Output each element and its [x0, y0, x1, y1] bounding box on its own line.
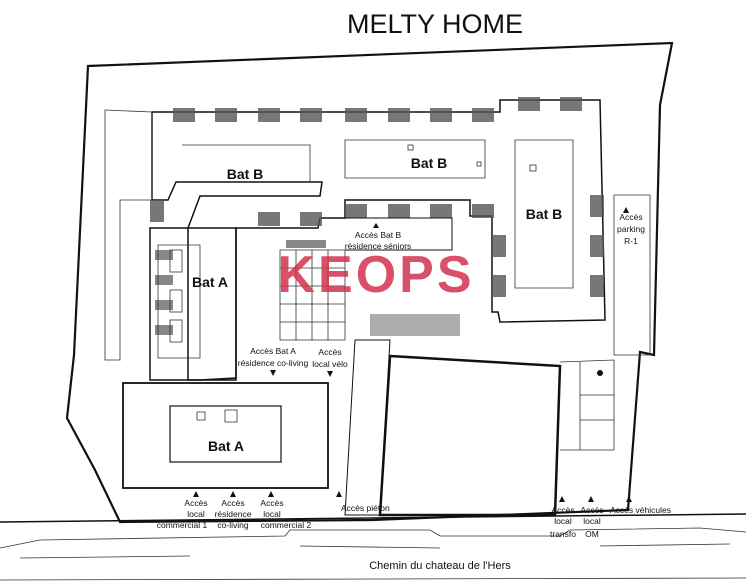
access-transfo-line3: transfo — [550, 529, 576, 539]
access-commercial-2-line3: commercial 2 — [261, 520, 312, 530]
central-block — [344, 194, 651, 517]
bat-b-label-mid: Bat B — [411, 155, 448, 171]
access-om-line2: local — [583, 516, 601, 526]
access-bat-a: Accès Bat A résidence co-living — [238, 346, 309, 376]
access-velo: Accès local vélo — [312, 347, 348, 377]
access-parking-line3: R-1 — [624, 236, 638, 246]
access-om-line1: Accès — [580, 505, 603, 515]
bat-b-structure — [104, 99, 606, 381]
bat-b-label-right: Bat B — [526, 206, 563, 222]
courtyard-grid — [279, 217, 460, 341]
access-bat-b: Accès Bat B résidence séniors — [345, 223, 412, 251]
bat-a-wing — [149, 227, 237, 381]
access-commercial-1: Accès local commercial 1 — [157, 491, 208, 530]
access-coliving-line3: co-living — [217, 520, 248, 530]
access-coliving: Accès résidence co-living — [215, 491, 252, 530]
access-pieton: Accès piéton — [336, 491, 390, 513]
access-commercial-2-line2: local — [263, 509, 281, 519]
access-parking-line2: parking — [617, 224, 645, 234]
access-commercial-2-line1: Accès — [260, 498, 283, 508]
access-transfo-line1: Accès — [551, 505, 574, 515]
access-bat-b-line1: Accès Bat B — [355, 230, 402, 240]
access-parking-line1: Accès — [619, 212, 642, 222]
access-bat-b-line2: résidence séniors — [345, 241, 412, 251]
access-vehicules: Accès véhicules — [610, 496, 671, 515]
access-coliving-line1: Accès — [221, 498, 244, 508]
road-name: Chemin du chateau de l'Hers — [369, 560, 511, 572]
access-om: Accès local OM — [580, 496, 604, 539]
access-pieton-line1: Accès piéton — [341, 503, 390, 513]
access-parking: Accès parking R-1 — [617, 207, 645, 246]
access-bat-a-line1: Accès Bat A — [250, 346, 296, 356]
access-bat-a-line2: résidence co-living — [238, 358, 309, 368]
bat-a-label-upper: Bat A — [192, 274, 228, 290]
plan-title: MELTY HOME — [347, 9, 523, 39]
bat-b-label-left: Bat B — [227, 166, 264, 182]
road-area — [0, 513, 746, 581]
balconies — [150, 97, 604, 335]
bat-a-building — [122, 382, 329, 489]
access-commercial-2: Accès local commercial 2 — [260, 491, 312, 530]
access-transfo: Accès local transfo — [550, 496, 576, 539]
access-velo-line1: Accès — [318, 347, 341, 357]
access-vehicules-line1: Accès véhicules — [610, 505, 671, 515]
access-velo-line2: local vélo — [312, 359, 348, 369]
access-commercial-1-line1: Accès — [184, 498, 207, 508]
access-transfo-line2: local — [554, 516, 572, 526]
access-commercial-1-line2: local — [187, 509, 205, 519]
bat-a-label-lower: Bat A — [208, 438, 244, 454]
watermark: KEOPS — [277, 246, 474, 304]
access-om-line3: OM — [585, 529, 599, 539]
access-coliving-line2: résidence — [215, 509, 252, 519]
access-commercial-1-line3: commercial 1 — [157, 520, 208, 530]
